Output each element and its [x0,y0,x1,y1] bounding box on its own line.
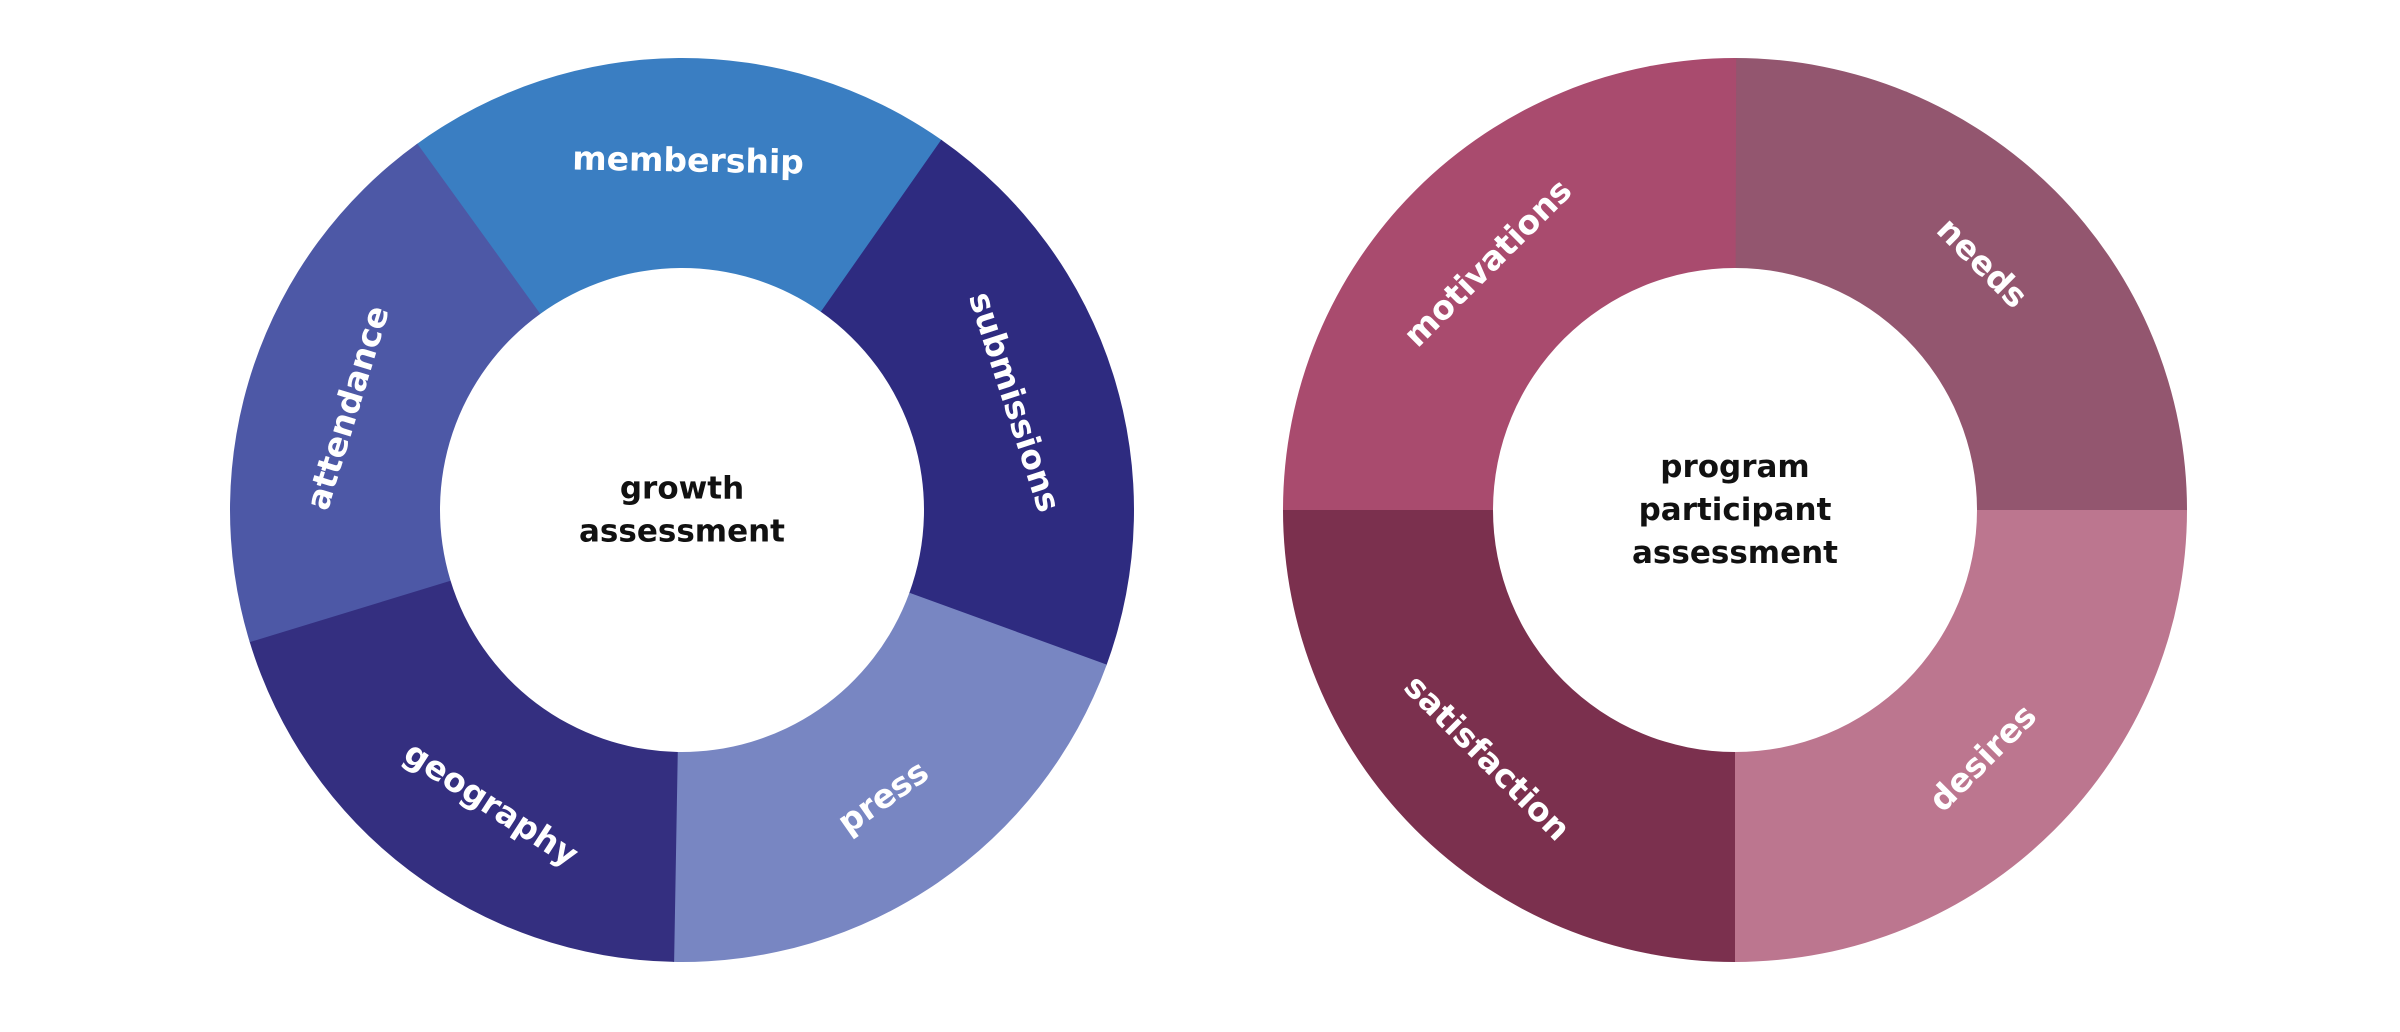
segment-press [672,592,1107,962]
center-label-line-1: growth [620,471,744,507]
segment-geography [249,580,678,962]
segment-submissions [820,139,1134,666]
program-participant-assessment-donut: needs desires satisfaction motivations p… [1283,58,2187,962]
segment-attendance [229,143,541,643]
center-label-line-3: assessment [1632,535,1838,571]
segment-membership [416,57,943,315]
segment-satisfaction [1283,508,1735,962]
center-label-line-1: program [1660,449,1809,485]
growth-assessment-donut: membership submissions press geography a… [229,57,1134,962]
segment-label-membership: membership [572,139,804,182]
center-label-line-2: participant [1639,492,1832,528]
segment-motivations [1283,58,1737,510]
segment-desires [1733,510,2187,962]
segment-needs [1735,58,2187,512]
center-label-line-2: assessment [579,514,785,550]
